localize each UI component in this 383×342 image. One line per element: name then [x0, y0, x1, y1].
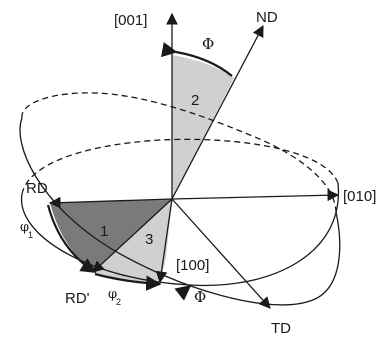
label-phi-top: Φ	[202, 35, 214, 53]
phi1-angle-arc	[46, 204, 97, 273]
axis-nd-arrow	[171, 24, 264, 200]
label-phi-bottom: Φ	[194, 288, 206, 306]
label-nd: ND	[256, 9, 278, 26]
label-001: [001]	[114, 12, 147, 29]
label-rd-prime: RD'	[65, 290, 90, 307]
axis-rd-arrow	[48, 196, 173, 209]
label-phi2-subscript: 2	[116, 297, 121, 307]
axis-010-arrow	[171, 189, 340, 202]
phi-angle-arc-top	[161, 42, 233, 77]
label-region-2: 2	[191, 92, 199, 109]
label-phi1-subscript: 1	[28, 230, 33, 240]
region-1-fill	[50, 199, 172, 272]
horizontal-ellipse-back	[21, 138, 339, 195]
label-region-3: 3	[145, 231, 153, 248]
label-010: [010]	[343, 188, 376, 205]
label-phi1: φ	[20, 220, 29, 235]
axis-100-arrow	[155, 198, 173, 284]
label-rd: RD	[26, 180, 48, 197]
horizontal-ellipse-front	[20, 182, 340, 287]
phi-angle-arc-bottom	[174, 285, 192, 301]
tilted-ellipse-back	[21, 92, 337, 213]
axis-rd-prime-arrow	[92, 198, 173, 273]
label-phi2: φ	[108, 287, 117, 302]
phi2-angle-arc	[94, 272, 162, 291]
label-region-1: 1	[100, 223, 108, 240]
region-2-fill	[172, 55, 234, 199]
tilted-ellipse-front	[19, 117, 341, 306]
label-td: TD	[271, 320, 291, 337]
axis-td-arrow	[171, 198, 271, 309]
label-100: [100]	[176, 257, 209, 274]
region-3-fill	[93, 199, 172, 284]
